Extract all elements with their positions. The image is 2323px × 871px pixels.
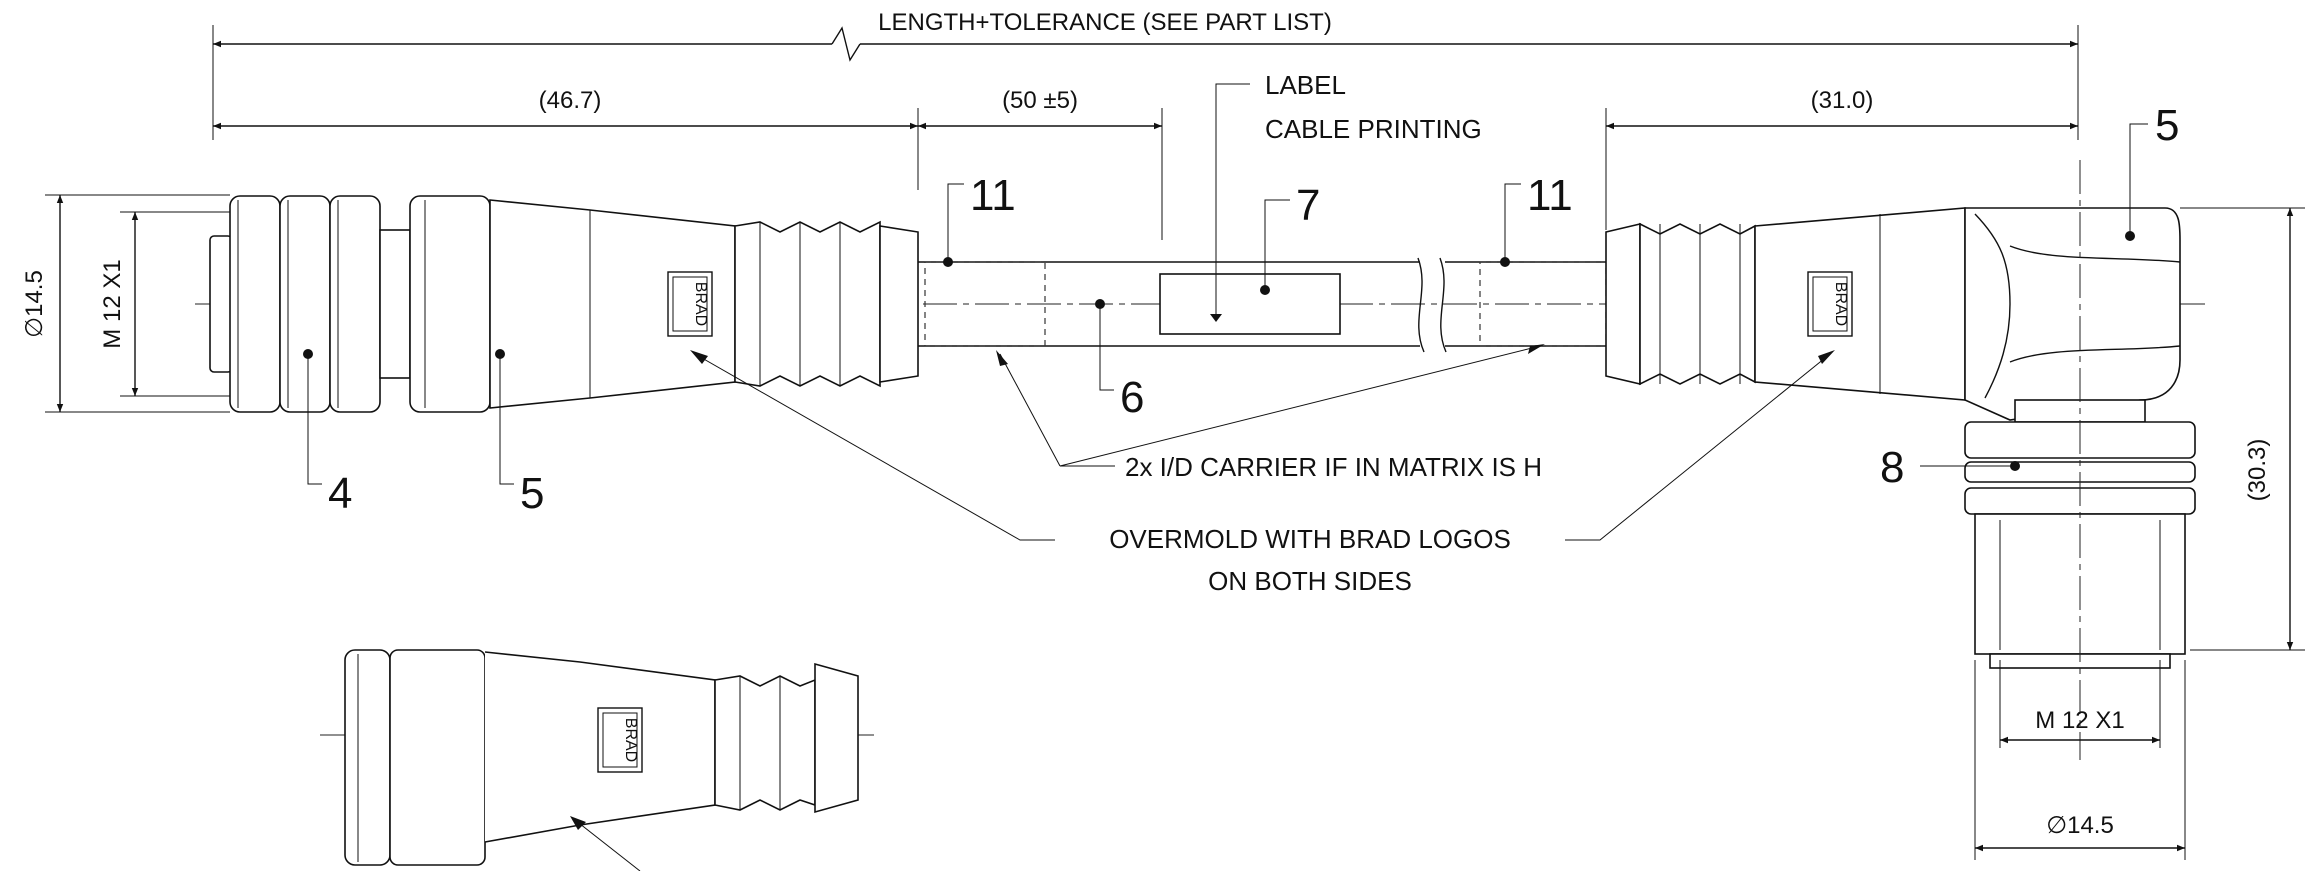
left-connector: BRAD [209,195,919,413]
id-carrier-callout: 2x I/D CARRIER IF IN MATRIX IS H [996,344,1545,482]
right-height-text: (30.3) [2244,439,2271,502]
left-diameter-text: ∅14.5 [21,270,48,338]
right-brad-logo: BRAD [1832,282,1849,326]
bottom-thread-text: M 12 X1 [2035,707,2124,734]
part-number-8: 8 [1880,443,1904,492]
part-number-5-left: 5 [520,469,544,518]
overmold-text-line1: OVERMOLD WITH BRAD LOGOS [1109,524,1511,554]
overmold-text-line2: ON BOTH SIDES [1208,566,1412,596]
left-thread-text: M 12 X1 [99,259,126,348]
id-carrier-text: 2x I/D CARRIER IF IN MATRIX IS H [1125,452,1542,482]
overmold-callout: OVERMOLD WITH BRAD LOGOS ON BOTH SIDES [690,350,1835,596]
part-number-11-left: 11 [970,171,1016,220]
detail-brad-logo: BRAD [622,718,639,762]
bottom-thread-dimension: M 12 X1 [1999,660,2161,748]
right-connector: BRAD [1605,160,2196,760]
label-text-line2: CABLE PRINTING [1265,114,1482,144]
bottom-diameter-text: ∅14.5 [2046,812,2114,839]
overall-length-dimension: LENGTH+TOLERANCE (SEE PART LIST) [212,9,2079,140]
part-number-11-right: 11 [1527,171,1573,220]
part-number-5-right: 5 [2155,101,2179,150]
left-connector-dimension: (46.7) [213,87,919,190]
label-offset-dimension: (50 ±5) [918,87,1163,240]
label-callout: LABEL CABLE PRINTING [1215,70,1482,290]
part-number-leaders [307,123,2148,485]
part-number-6: 6 [1120,373,1144,422]
overall-length-text: LENGTH+TOLERANCE (SEE PART LIST) [878,9,1332,36]
cable [918,257,1607,353]
overmold-detail-view: BRAD [320,649,880,871]
left-thread-dimension: M 12 X1 [99,211,235,397]
right-connector-dimension: (31.0) [1605,87,2078,230]
left-brad-logo: BRAD [692,282,709,326]
label-text-line1: LABEL [1265,70,1346,100]
right-height-dimension: (30.3) [2180,207,2305,651]
label-offset-text: (50 ±5) [1002,87,1078,114]
right-connector-length-text: (31.0) [1811,87,1874,114]
part-number-7: 7 [1296,181,1320,230]
left-connector-length-text: (46.7) [539,87,602,114]
left-diameter-dimension: ∅14.5 [21,194,230,413]
part-number-4: 4 [328,469,352,518]
bottom-diameter-dimension: ∅14.5 [1974,660,2186,860]
